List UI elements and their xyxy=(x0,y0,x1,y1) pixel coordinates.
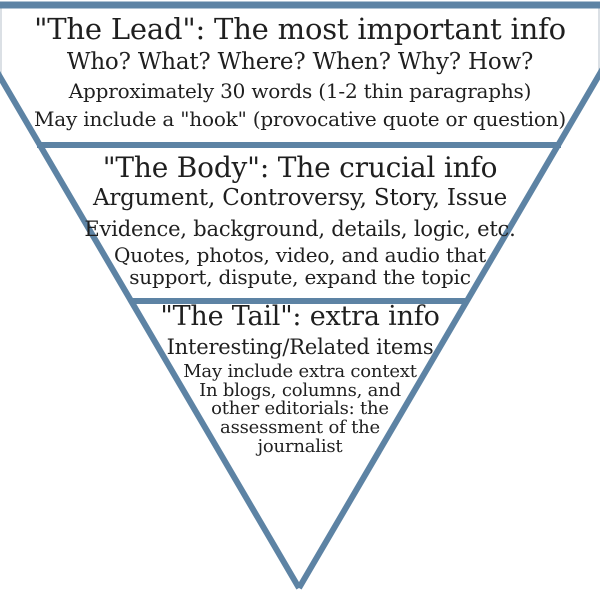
tail-line-interesting: Interesting/Related items xyxy=(166,335,434,359)
lead-line-questions: Who? What? Where? When? Why? How? xyxy=(66,49,534,75)
tail-line-context: May include extra context In blogs, colu… xyxy=(183,361,417,457)
body-line-evidence: Evidence, background, details, logic, et… xyxy=(84,217,516,241)
body-line-argument: Argument, Controversy, Story, Issue xyxy=(92,185,508,211)
tail-heading: "The Tail": extra info xyxy=(160,301,440,332)
pyramid-left-edge xyxy=(0,70,302,590)
lead-heading: "The Lead": The most important info xyxy=(34,12,566,46)
body-heading: "The Body": The crucial info xyxy=(102,151,498,184)
body-line-media: Quotes, photos, video, and audio that su… xyxy=(114,243,486,289)
lead-line-hook: May include a "hook" (provocative quote … xyxy=(34,107,566,131)
pyramid-right-edge xyxy=(296,67,600,590)
lead-line-wordcount: Approximately 30 words (1-2 thin paragra… xyxy=(68,79,532,103)
